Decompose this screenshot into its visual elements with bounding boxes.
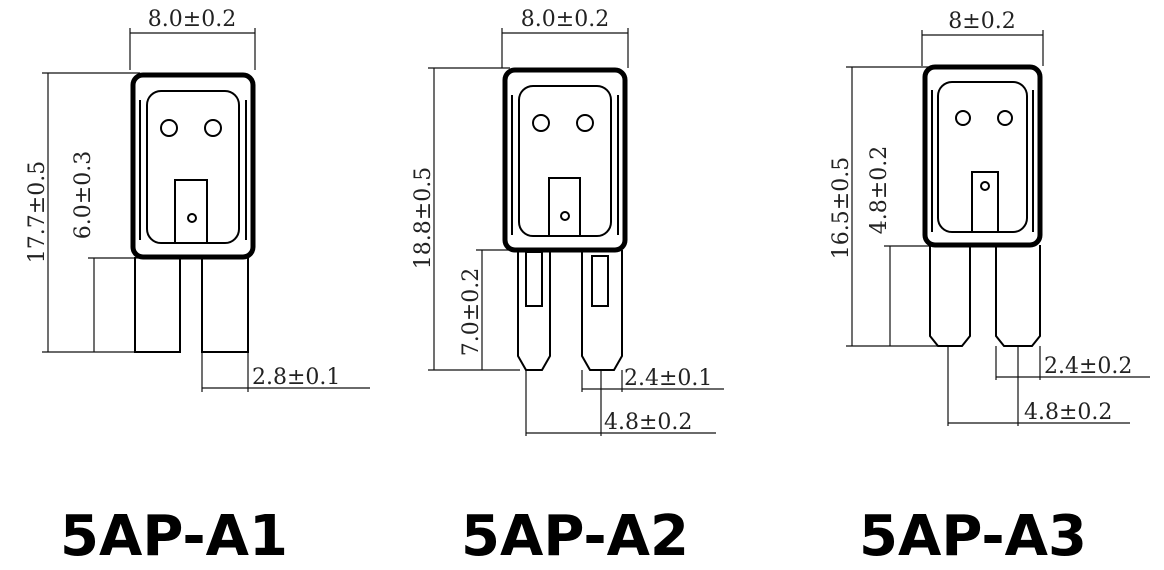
dim-height: 18.8±0.5 xyxy=(411,167,436,269)
dim-width: 8.0±0.2 xyxy=(521,7,609,32)
body-inner xyxy=(146,90,240,244)
dim-pitch: 4.8±0.2 xyxy=(604,410,692,435)
hole xyxy=(997,110,1013,126)
tab xyxy=(174,179,208,243)
terminal-right xyxy=(995,245,1041,347)
model-label: 5AP-A3 xyxy=(859,504,1087,569)
terminal-right xyxy=(581,250,623,371)
dim-pin: 2.4±0.2 xyxy=(1044,354,1132,379)
model-label: 5AP-A1 xyxy=(60,504,288,569)
dim-pin: 2.4±0.1 xyxy=(624,366,712,391)
body-outline xyxy=(502,67,628,253)
hole xyxy=(532,114,550,132)
terminal-left xyxy=(929,245,971,347)
dim-pin: 2.8±0.1 xyxy=(252,365,340,390)
drawing-5ap-a1: 8.0±0.2 17.7±0.5 6.0±0.3 2.8±0.1 5AP-A1 xyxy=(25,7,370,569)
terminal-right xyxy=(201,257,249,353)
dim-pitch: 4.8±0.2 xyxy=(1024,400,1112,425)
drawing-5ap-a2: 8.0±0.2 18.8±0.5 7.0±0.2 2.4±0.1 4.8±0.2… xyxy=(411,7,724,569)
dim-width: 8±0.2 xyxy=(948,9,1015,34)
body-inner xyxy=(518,85,612,237)
tab xyxy=(971,171,999,232)
dim-inner: 7.0±0.2 xyxy=(459,268,484,356)
hole xyxy=(160,119,178,137)
body-outline xyxy=(922,64,1043,248)
drawing-5ap-a3: 8±0.2 16.5±0.5 4.8±0.2 2.4±0.2 4.8±0.2 5… xyxy=(829,9,1150,569)
terminal-left xyxy=(134,257,181,353)
model-label: 5AP-A2 xyxy=(461,504,689,569)
terminal-left xyxy=(517,250,551,371)
tab xyxy=(548,177,581,236)
hole xyxy=(204,119,222,137)
body-outline xyxy=(130,72,256,260)
dim-height: 16.5±0.5 xyxy=(829,157,854,259)
hole xyxy=(955,110,971,126)
body-inner xyxy=(937,81,1028,233)
dim-height: 17.7±0.5 xyxy=(25,161,50,263)
dim-inner: 6.0±0.3 xyxy=(71,151,96,239)
dim-width: 8.0±0.2 xyxy=(148,7,236,32)
hole xyxy=(576,114,594,132)
dim-inner: 4.8±0.2 xyxy=(867,146,892,234)
